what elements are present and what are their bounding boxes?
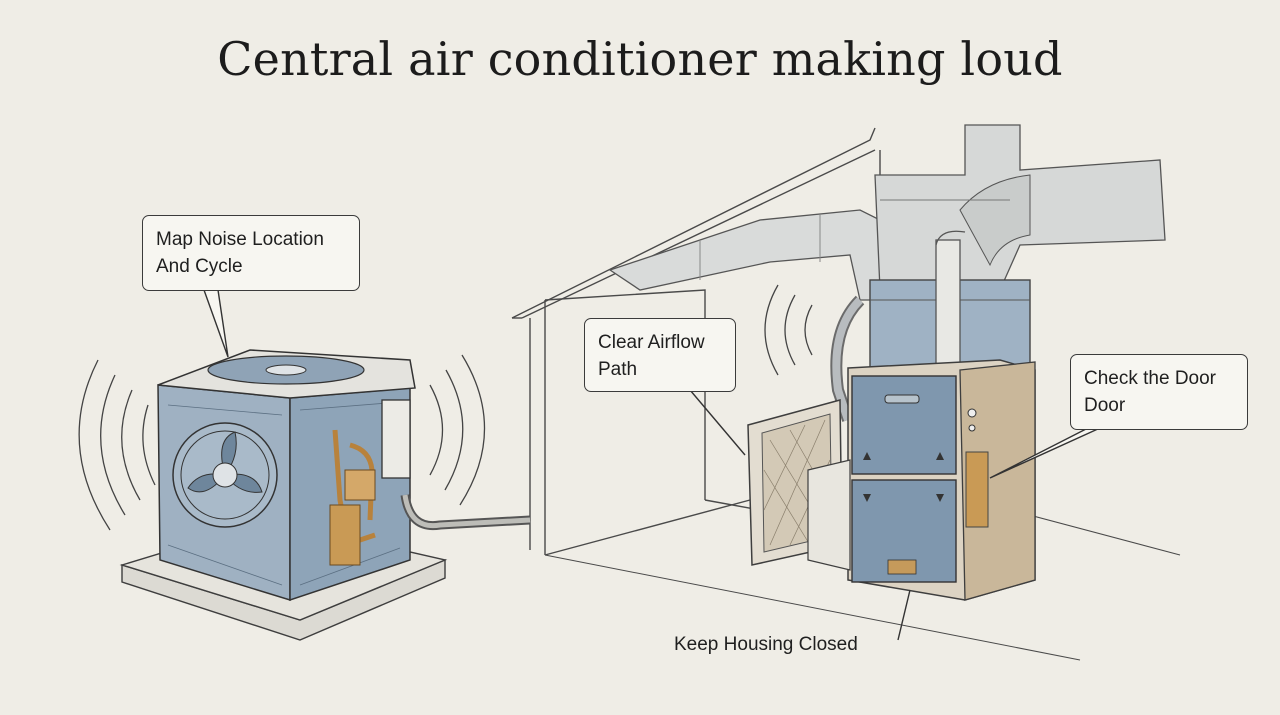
furnace	[847, 359, 1036, 601]
callout-check-door-line2: Door	[1084, 395, 1126, 416]
callout-map-noise-line2: And Cycle	[156, 256, 243, 277]
outdoor-condenser-unit	[119, 349, 531, 641]
ductwork	[608, 124, 1166, 422]
callout-clear-airflow-line2: Path	[598, 359, 638, 380]
air-filter-panel	[747, 399, 851, 571]
label-keep-housing-closed: Keep Housing Closed	[674, 634, 858, 655]
sound-waves-condenser	[78, 354, 486, 531]
callout-pointers	[203, 289, 1101, 641]
sound-waves-furnace	[764, 284, 813, 376]
callout-check-door: Check the Door Door	[1070, 354, 1248, 430]
callout-map-noise-line1: Map Noise Location	[156, 229, 324, 250]
callout-check-door-line1: Check the Door	[1084, 368, 1217, 389]
callout-clear-airflow-line1: Clear Airflow	[598, 332, 705, 353]
callout-clear-airflow: Clear Airflow Path	[584, 318, 736, 392]
callout-map-noise: Map Noise Location And Cycle	[142, 215, 360, 291]
page-title: Central air conditioner making loud	[217, 32, 1063, 86]
